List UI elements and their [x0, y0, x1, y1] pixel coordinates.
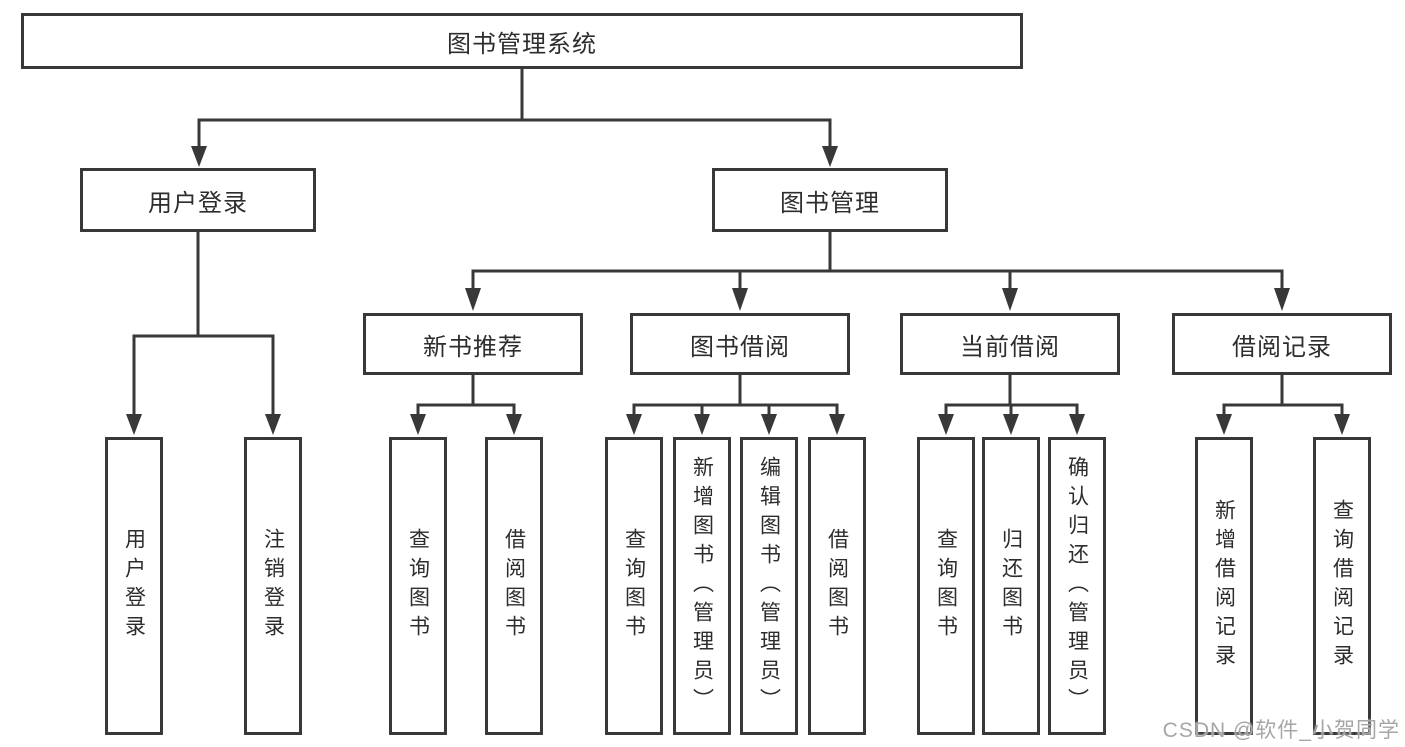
node-user-login: 用户登录 [80, 168, 316, 232]
arrowhead [761, 414, 777, 435]
arrowhead [829, 414, 845, 435]
connector [132, 334, 275, 418]
connector [471, 269, 1284, 292]
arrowhead [694, 414, 710, 435]
arrowhead [1334, 414, 1350, 435]
arrowhead [822, 146, 838, 167]
node-current-borrow: 当前借阅 [900, 313, 1120, 375]
arrowhead [732, 288, 748, 311]
arrowhead [1216, 414, 1232, 435]
arrowhead [410, 414, 426, 435]
csdn-watermark: CSDN @软件_小贺同学 [1162, 719, 1400, 742]
leaf-query-borrow-record: 查询借阅记录 [1313, 437, 1371, 735]
leaf-edit-book-admin: 编辑图书（管理员） [740, 437, 798, 735]
arrowhead [1069, 414, 1085, 435]
node-book-borrow: 图书借阅 [630, 313, 850, 375]
arrowhead [938, 414, 954, 435]
node-system-root: 图书管理系统 [21, 13, 1023, 69]
connector [416, 403, 516, 418]
leaf-query-books-recommend: 查询图书 [389, 437, 447, 735]
arrowhead [191, 146, 207, 167]
arrowhead [265, 414, 281, 435]
leaf-query-books-current: 查询图书 [917, 437, 975, 735]
arrowhead [1002, 288, 1018, 311]
leaf-add-book-admin: 新增图书（管理员） [673, 437, 731, 735]
arrowhead [1274, 288, 1290, 311]
leaf-confirm-return-admin: 确认归还（管理员） [1048, 437, 1106, 735]
arrowhead [506, 414, 522, 435]
node-new-book-recommend: 新书推荐 [363, 313, 583, 375]
connector [1222, 403, 1344, 418]
leaf-logout: 注销登录 [244, 437, 302, 735]
leaf-borrow-books: 借阅图书 [808, 437, 866, 735]
arrowhead [126, 414, 142, 435]
connector [197, 118, 832, 150]
leaf-borrow-books-recommend: 借阅图书 [485, 437, 543, 735]
leaf-query-books-borrow: 查询图书 [605, 437, 663, 735]
leaf-user-login: 用户登录 [105, 437, 163, 735]
leaf-add-borrow-record: 新增借阅记录 [1195, 437, 1253, 735]
node-borrow-records: 借阅记录 [1172, 313, 1392, 375]
arrowhead [465, 288, 481, 311]
leaf-return-book: 归还图书 [982, 437, 1040, 735]
arrowhead [1003, 414, 1019, 435]
connector [632, 403, 839, 418]
node-book-management: 图书管理 [712, 168, 948, 232]
arrowhead [626, 414, 642, 435]
